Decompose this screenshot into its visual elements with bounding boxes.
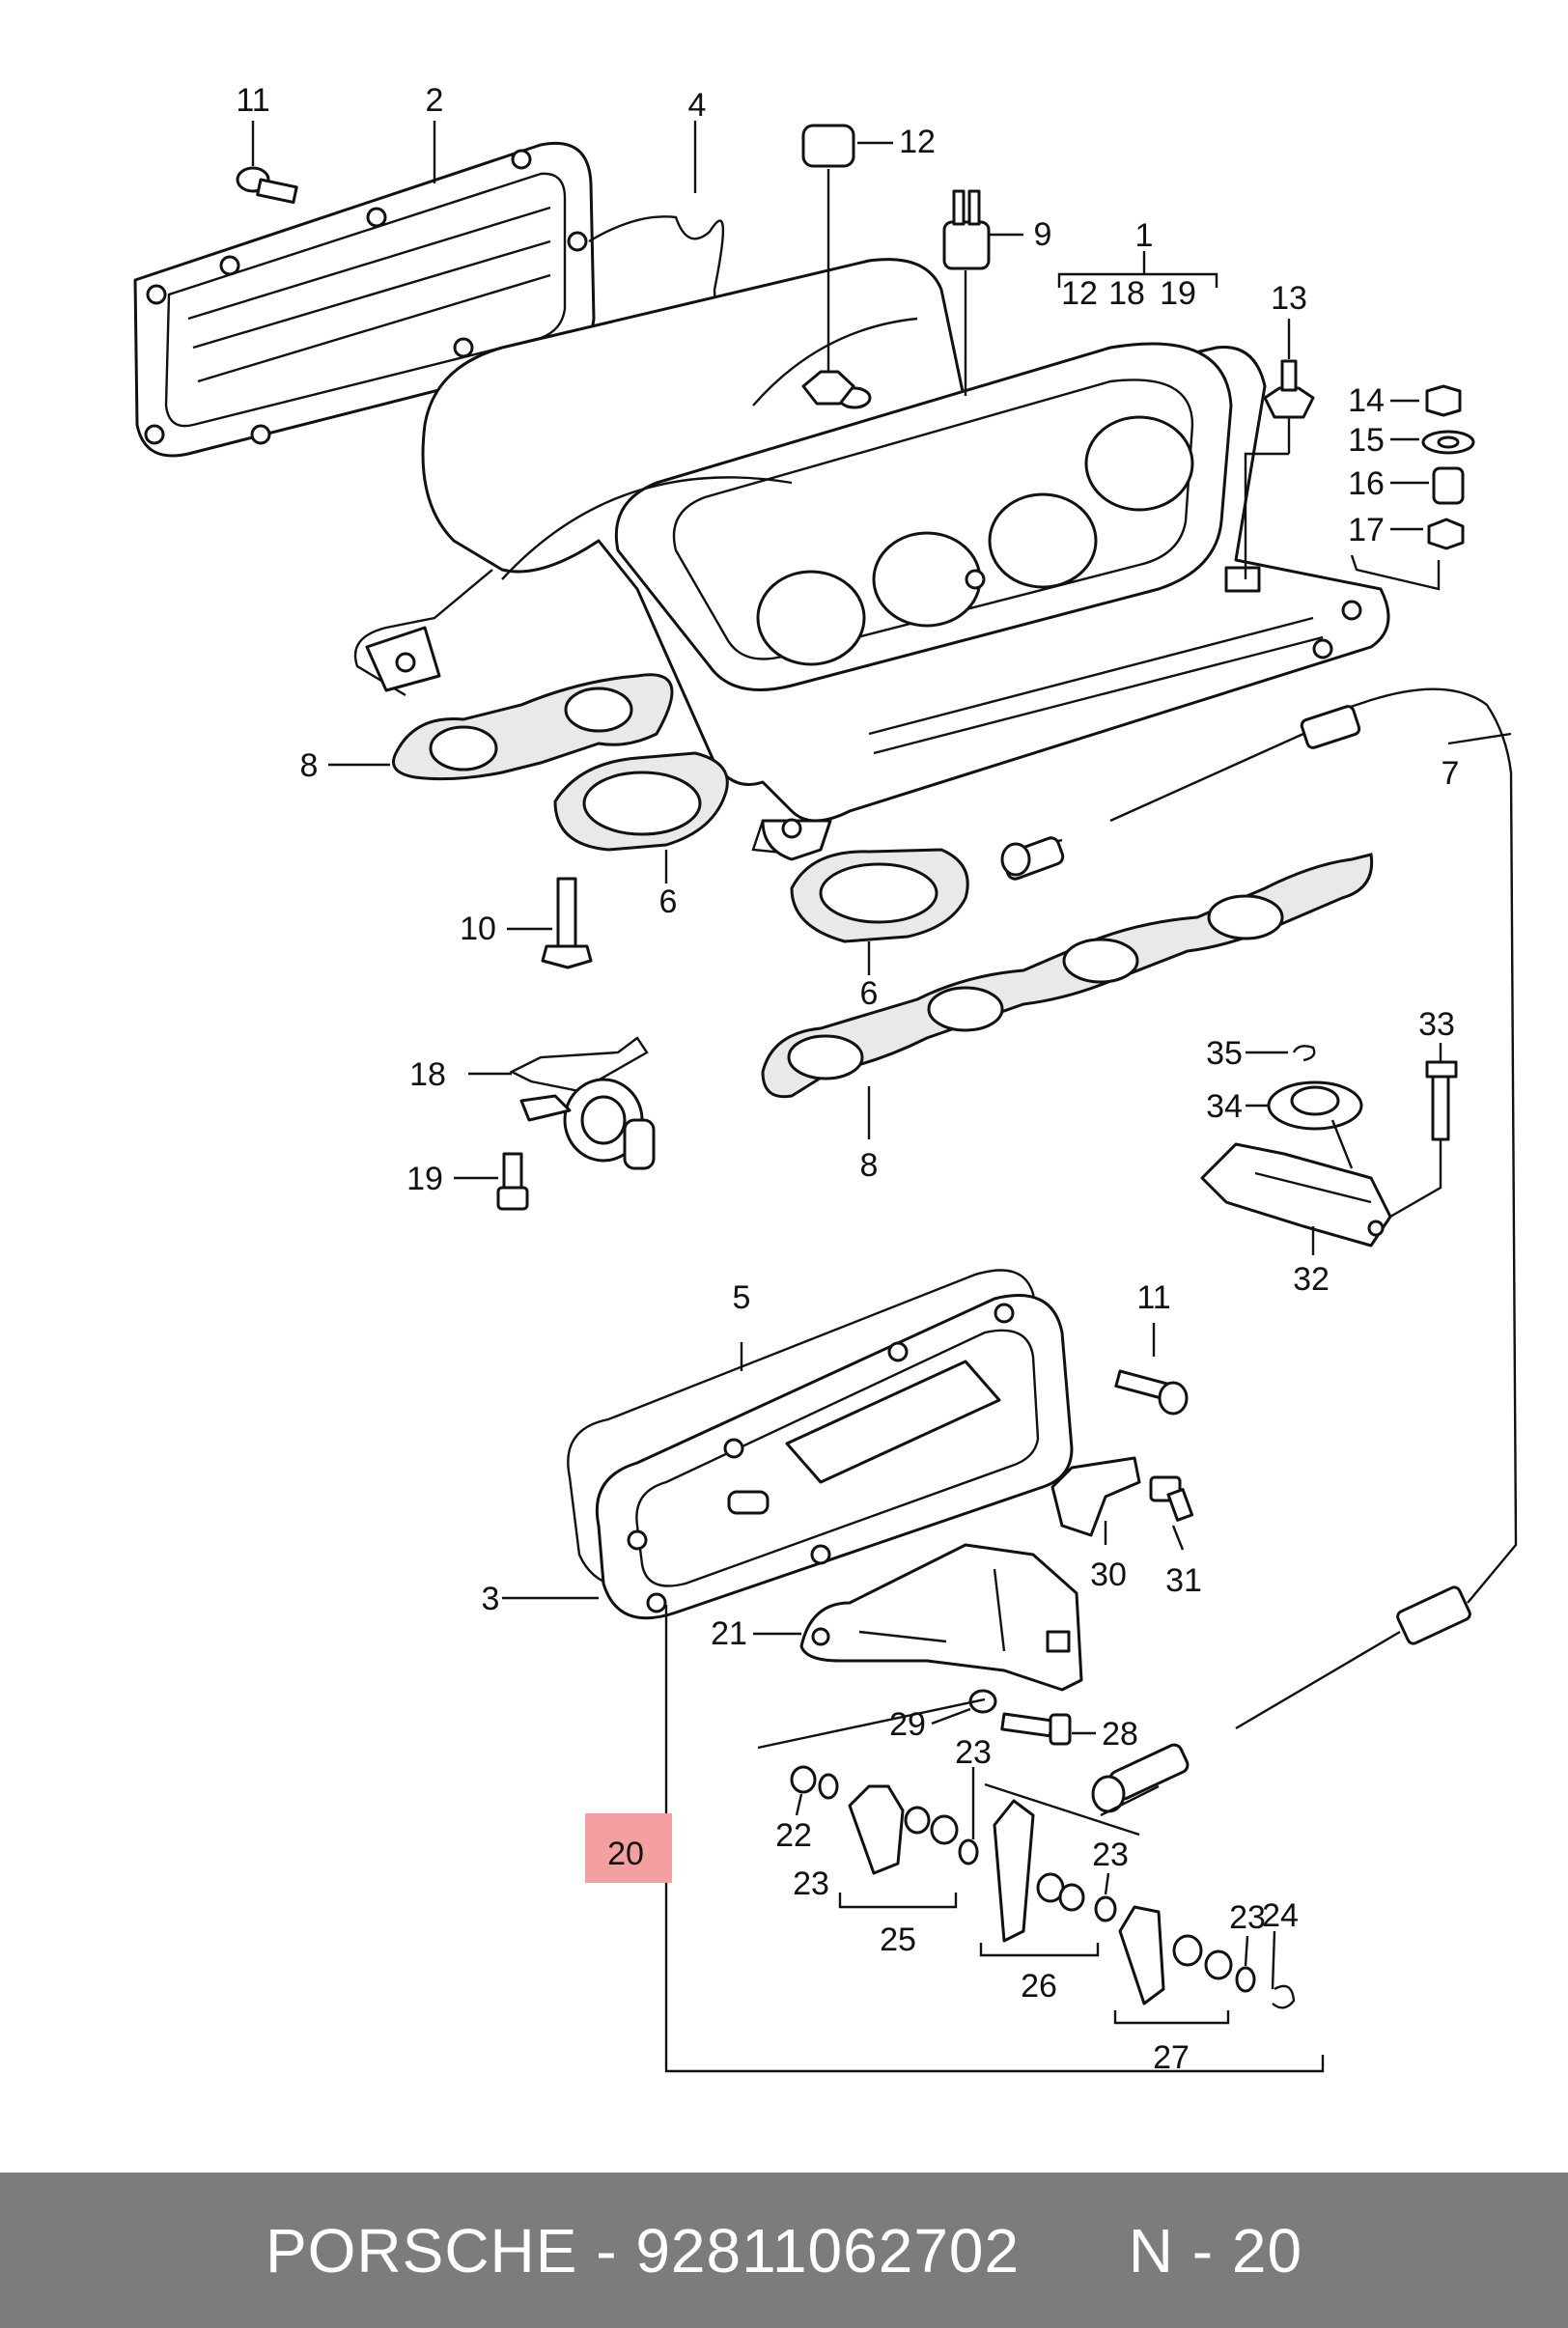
part-21-bracket xyxy=(799,1543,1083,1692)
part-6-gasket-upper xyxy=(553,751,729,884)
callout-14: 14 xyxy=(1348,382,1385,419)
callout-11-top: 11 xyxy=(236,82,269,119)
callout-12: 12 xyxy=(899,124,936,160)
part-32-bracket xyxy=(1200,1142,1392,1248)
part-11-bolt-top xyxy=(236,166,298,205)
footer-separator: - xyxy=(577,2215,636,2286)
part-33-bolt xyxy=(1389,1060,1458,1219)
footer-gap xyxy=(1020,2216,1129,2286)
callout-13: 13 xyxy=(1271,280,1307,317)
parts-diagram: 11 2 4 12 9 1 12 18 19 13 14 15 16 17 8 … xyxy=(133,82,1518,2076)
callout-29: 29 xyxy=(889,1706,926,1743)
callout-23-d: 23 xyxy=(1229,1899,1266,1936)
linkage-parts-22-27 xyxy=(790,1765,1296,2009)
callout-2: 2 xyxy=(426,82,444,119)
group-1-part-18: 18 xyxy=(1108,275,1145,312)
part-11-bolt-lower xyxy=(1114,1369,1189,1416)
part-1-intake-manifold xyxy=(353,258,1390,861)
callout-4: 4 xyxy=(688,87,707,124)
footer-part-number: 92811062702 xyxy=(635,2215,1021,2286)
callout-1: 1 xyxy=(1135,217,1154,254)
callout-labels: 11 2 4 12 9 1 12 18 19 13 14 15 16 17 8 … xyxy=(236,82,1459,2076)
callout-6-lower: 6 xyxy=(860,975,879,1012)
callout-28: 28 xyxy=(1102,1716,1138,1753)
footer-ref-number: 20 xyxy=(1231,2215,1303,2286)
callout-30: 30 xyxy=(1090,1557,1127,1593)
part-35-clip xyxy=(1292,1045,1316,1062)
callout-31: 31 xyxy=(1165,1562,1202,1599)
part-19-bolt xyxy=(496,1152,529,1211)
part-8-gasket-upper xyxy=(392,673,674,781)
part-4-seal xyxy=(588,215,725,407)
callout-9: 9 xyxy=(1034,216,1052,253)
callout-24: 24 xyxy=(1262,1897,1299,1934)
part-34-diaphragm xyxy=(1267,1080,1363,1169)
callout-22: 22 xyxy=(775,1817,812,1854)
callout-25: 25 xyxy=(880,1921,916,1958)
callout-16: 16 xyxy=(1348,465,1385,502)
callout-5: 5 xyxy=(733,1279,751,1316)
part-30-bracket xyxy=(1050,1456,1141,1537)
part-9-sensor xyxy=(942,189,991,396)
group-1-part-19: 19 xyxy=(1160,275,1196,312)
callout-8-lower: 8 xyxy=(860,1147,879,1184)
footer-bar: PORSCHE - 92811062702 N - 20 xyxy=(0,2173,1568,2328)
part-12-cap xyxy=(801,124,855,406)
part-18-valve xyxy=(509,1036,656,1170)
callout-23-b: 23 xyxy=(1092,1837,1129,1873)
part-28-bolt xyxy=(1000,1712,1072,1746)
callout-35: 35 xyxy=(1206,1035,1243,1072)
footer-caption: PORSCHE - 92811062702 N - 20 xyxy=(266,2215,1302,2286)
parts-14-17-stack xyxy=(1350,384,1475,591)
part-10-bolt xyxy=(541,877,593,969)
part-6-gasket-lower xyxy=(790,848,969,975)
callout-33: 33 xyxy=(1418,1006,1455,1043)
leader-lines xyxy=(251,121,1512,1990)
part-8-gasket-lower xyxy=(761,853,1374,1139)
callout-7: 7 xyxy=(1442,755,1460,792)
callout-21: 21 xyxy=(711,1615,747,1652)
group-1-part-12: 12 xyxy=(1061,275,1098,312)
callout-18: 18 xyxy=(409,1056,446,1093)
callout-23-c: 23 xyxy=(793,1865,829,1902)
highlight-box-20 xyxy=(585,1813,672,1883)
callout-17: 17 xyxy=(1348,512,1385,548)
callout-3: 3 xyxy=(482,1581,500,1617)
callout-15: 15 xyxy=(1348,422,1385,459)
guide-lines xyxy=(757,1697,1160,1837)
callout-10: 10 xyxy=(460,911,496,947)
part-13-nipple xyxy=(1244,359,1315,579)
callout-19: 19 xyxy=(406,1161,443,1197)
callout-11-lower: 11 xyxy=(1136,1279,1170,1316)
callout-8-upper: 8 xyxy=(300,747,319,784)
callout-23-a: 23 xyxy=(955,1734,992,1771)
footer-ref-prefix: N - xyxy=(1128,2215,1232,2286)
callout-34: 34 xyxy=(1206,1088,1243,1125)
callout-27: 27 xyxy=(1153,2039,1190,2076)
part-3-cover-lower xyxy=(595,1294,1074,1620)
callout-20[interactable]: 20 xyxy=(607,1836,644,1872)
footer-brand: PORSCHE xyxy=(265,2215,578,2286)
callout-6-upper: 6 xyxy=(659,884,678,920)
part-31-bolt xyxy=(1149,1475,1194,1522)
callout-32: 32 xyxy=(1293,1261,1330,1298)
callout-26: 26 xyxy=(1021,1968,1057,2005)
